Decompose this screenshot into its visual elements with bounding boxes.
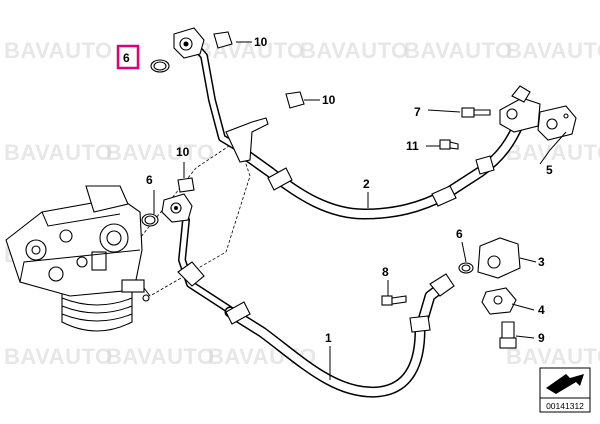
lower-connector <box>381 237 521 349</box>
callout-8[interactable]: 8 <box>382 265 389 279</box>
orientation-arrow-icon <box>546 374 584 394</box>
callout-2[interactable]: 2 <box>363 177 370 191</box>
callout-6[interactable]: 6 <box>146 173 153 187</box>
bolt-7 <box>461 107 491 118</box>
ac-compressor <box>5 185 151 332</box>
hose-1-fitting <box>141 177 195 227</box>
hose-1 <box>172 200 455 398</box>
callout-7[interactable]: 7 <box>414 105 421 119</box>
callout-10[interactable]: 10 <box>176 145 190 159</box>
callout-6-highlighted[interactable]: 6 <box>123 51 130 65</box>
callout-11[interactable]: 11 <box>406 139 419 153</box>
callout-10[interactable]: 10 <box>322 93 336 107</box>
watermark-text: BAVAUTO <box>506 140 600 165</box>
watermark-text: BAVAUTO <box>4 344 113 369</box>
callout-3[interactable]: 3 <box>538 255 545 269</box>
hose-2 <box>184 34 528 220</box>
watermark-text: BAVAUTO <box>4 38 113 63</box>
reference-line <box>139 139 239 239</box>
callout-6[interactable]: 6 <box>456 227 463 241</box>
watermark-text: BAVAUTO <box>4 140 113 165</box>
watermark-text: BAVAUTO <box>506 38 600 63</box>
watermark-text: BAVAUTO <box>506 344 600 369</box>
hose-2-fitting <box>150 27 305 109</box>
callout-labels: 6 10 10 10 6 7 11 5 2 6 3 8 4 9 1 <box>123 35 553 345</box>
expansion-valve-connector <box>499 85 577 141</box>
callout-4[interactable]: 4 <box>538 303 545 317</box>
callout-10[interactable]: 10 <box>254 35 268 49</box>
highlight-box <box>116 44 140 70</box>
callout-5[interactable]: 5 <box>546 163 553 177</box>
callout-1[interactable]: 1 <box>325 331 332 345</box>
watermark-text: BAVAUTO <box>300 38 409 63</box>
diagram-id: 00141312 <box>546 401 584 411</box>
nut-11 <box>439 139 459 150</box>
leader-lines <box>153 41 567 380</box>
watermark-text: BAVAUTO <box>106 344 215 369</box>
callout-9[interactable]: 9 <box>538 331 545 345</box>
watermark-text: BAVAUTO <box>404 38 513 63</box>
watermark-text: BAVAUTO <box>106 140 215 165</box>
diagram-id-box: 00141312 <box>539 367 591 413</box>
